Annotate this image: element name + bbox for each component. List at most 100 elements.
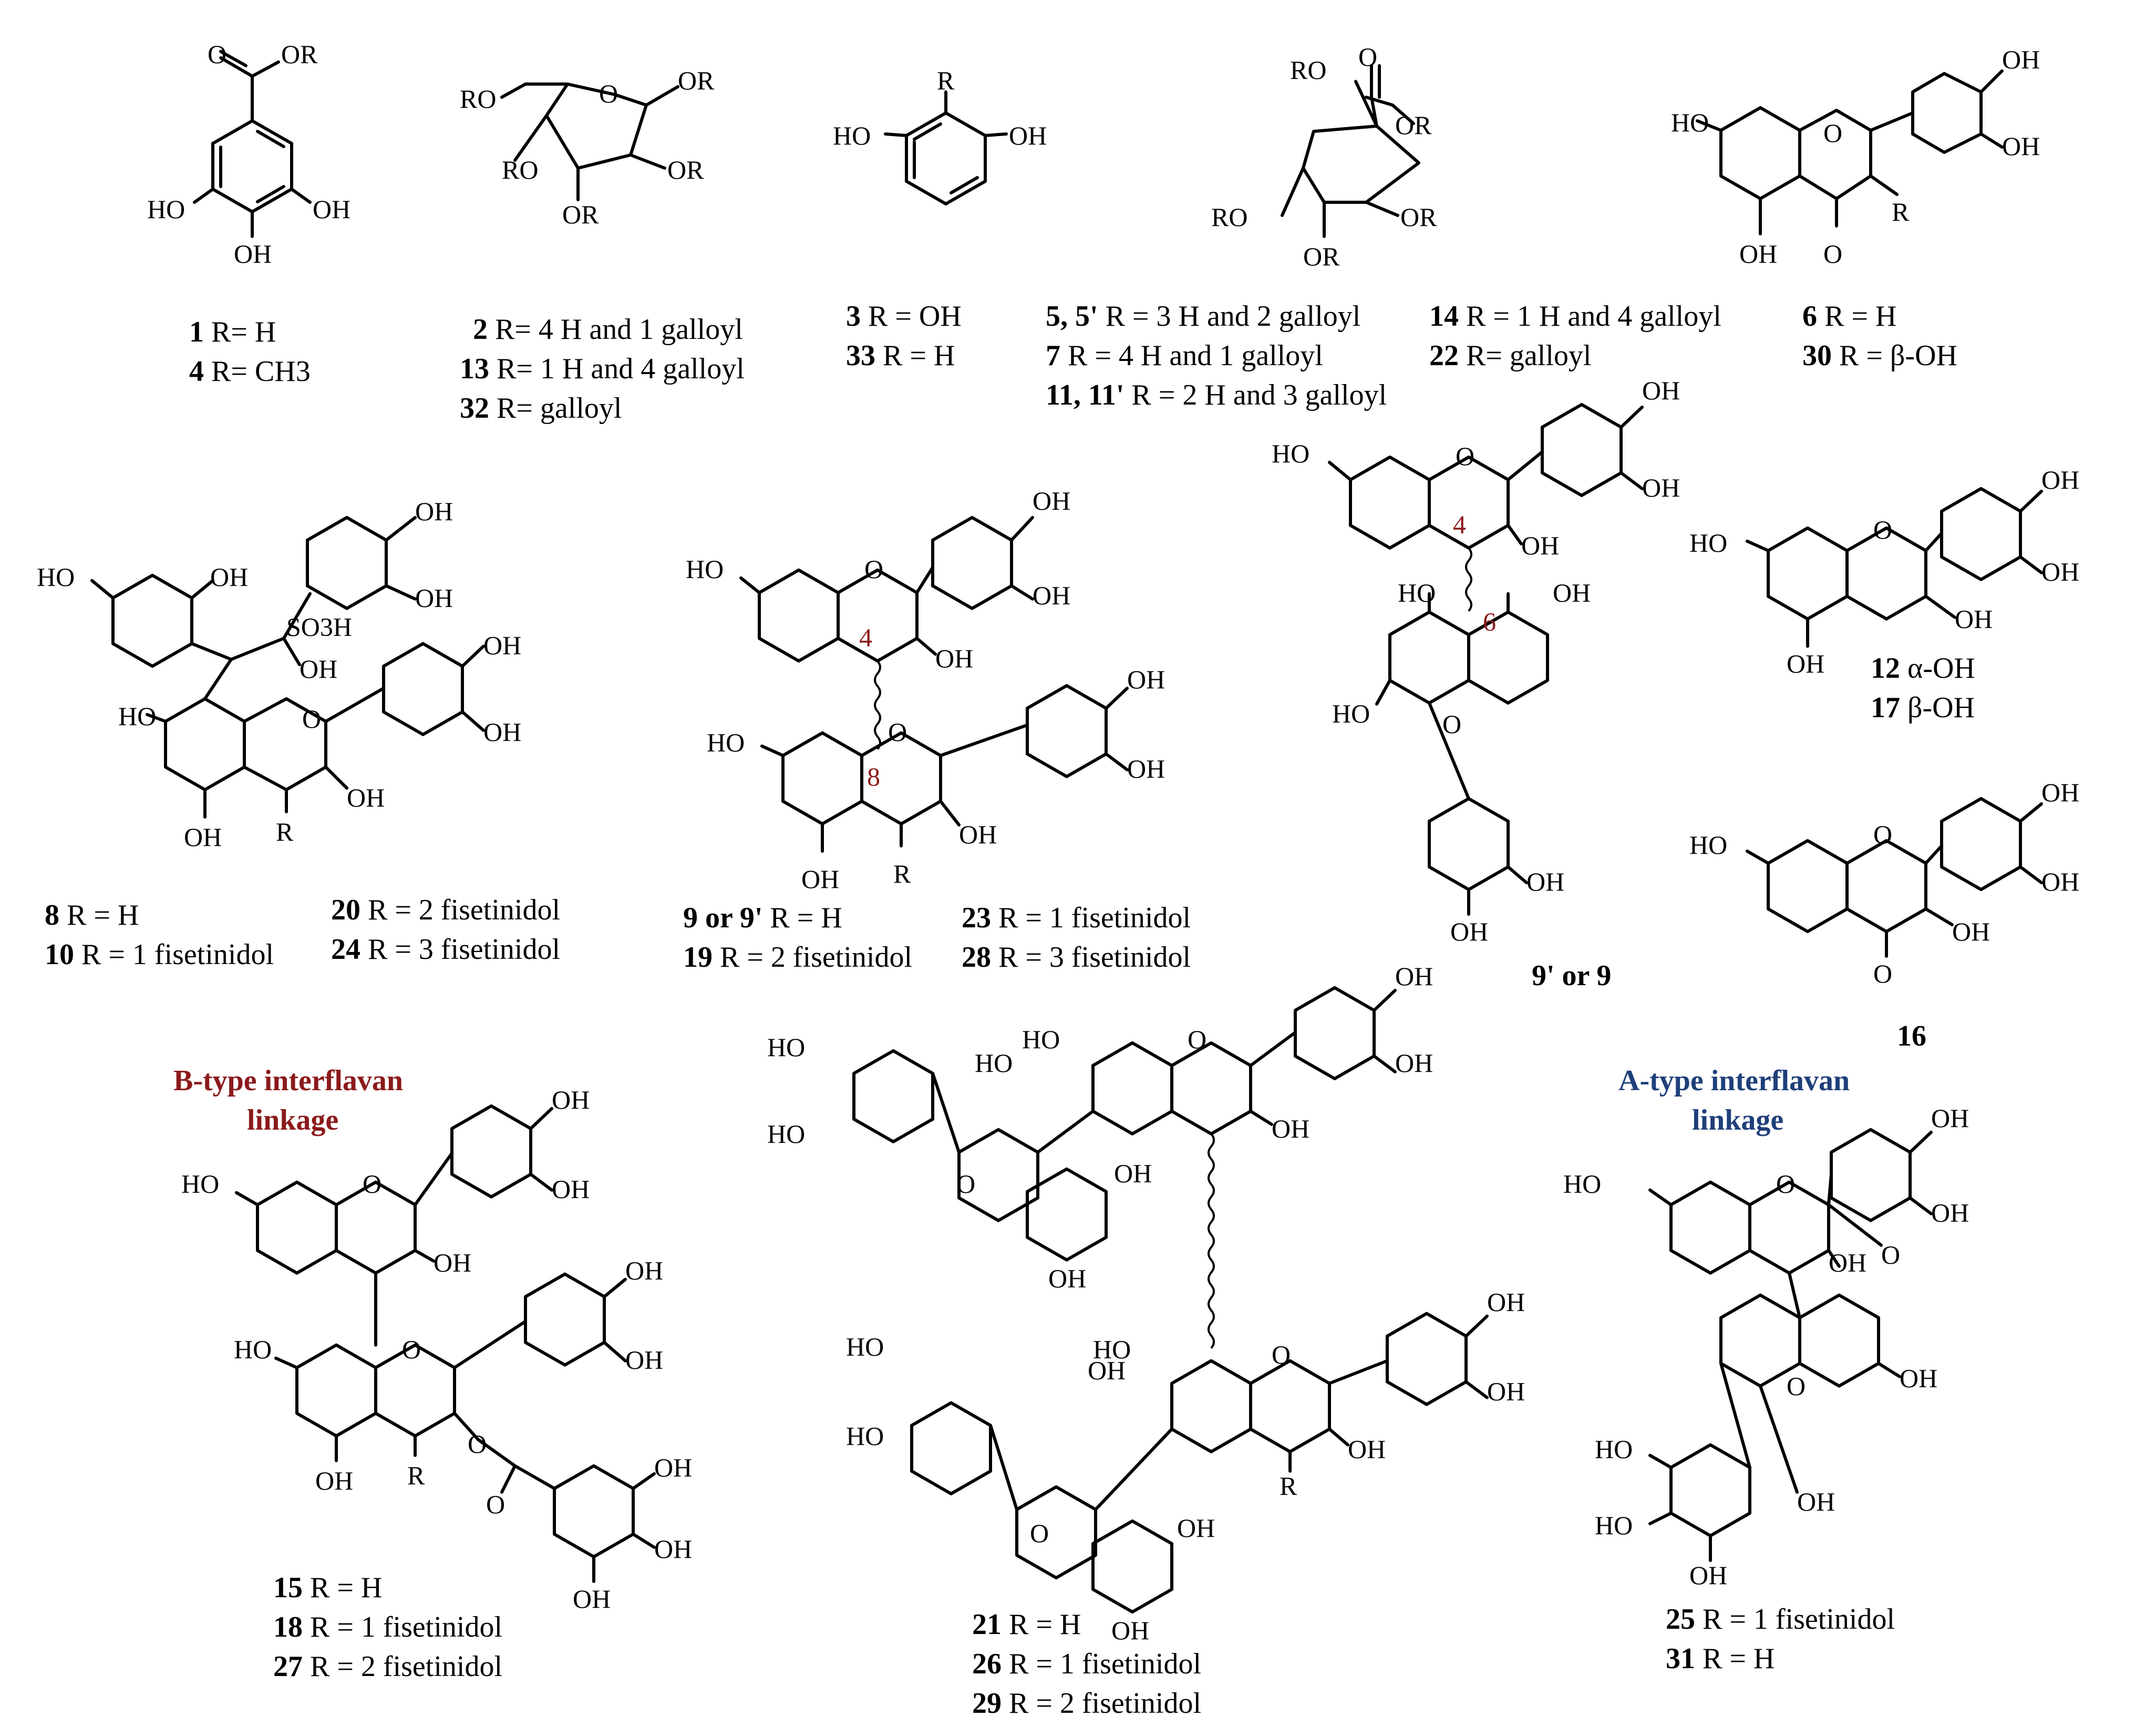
position-4: 4 xyxy=(1453,510,1466,539)
compound-number: 13 xyxy=(460,353,489,385)
structure-tetramer: HO HO HO HO O OH OH OH OH O OH HO HO OH … xyxy=(767,961,1525,1645)
compound-number: 3 xyxy=(846,300,861,333)
label-oh: OH xyxy=(415,497,453,526)
label-o: O xyxy=(302,704,321,733)
compound-substituent: R = 1 H and 4 galloyl xyxy=(1459,300,1721,333)
label-oh: OH xyxy=(1642,376,1680,405)
compound-number: 4 xyxy=(189,355,204,388)
compound-number: 21 xyxy=(972,1608,1002,1641)
compound-substituent: R = 2 H and 3 galloyl xyxy=(1124,379,1387,411)
structure-quinic-acid: RO O OR RO OR OR xyxy=(1211,42,1437,271)
label-ho: HO xyxy=(1595,1511,1633,1540)
label-o: O xyxy=(1787,1371,1806,1401)
label-ho: HO xyxy=(1671,108,1709,137)
label-oh: OH xyxy=(935,644,973,673)
label-o: O xyxy=(1776,1169,1795,1198)
label-ho: HO xyxy=(767,1032,805,1062)
structure-fisetin: HO O OH O OH OH xyxy=(1689,778,2079,988)
compound-substituent: R = 3 H and 2 galloyl xyxy=(1098,300,1361,333)
label-oh: OH xyxy=(1931,1198,1969,1227)
label-oh: OH xyxy=(2041,557,2079,586)
label-ho: HO xyxy=(1022,1025,1060,1054)
label-oh: OH xyxy=(1526,867,1564,896)
compound-number: 20 xyxy=(331,894,360,926)
caption-4: 4 R= CH3 xyxy=(189,355,311,388)
compound-number: 8 xyxy=(45,899,59,932)
label-oh: OH xyxy=(625,1345,663,1374)
label-o: O xyxy=(1873,820,1892,849)
label-oh: OH xyxy=(573,1584,611,1614)
label-oh: OH xyxy=(300,654,337,684)
compound-substituent: R= 4 H and 1 galloyl xyxy=(488,313,743,346)
compound-number: 19 xyxy=(683,941,713,974)
caption-29: 29 R = 2 fisetinidol xyxy=(972,1687,1201,1720)
caption-21: 21 R = H xyxy=(972,1608,1081,1641)
compound-number: 32 xyxy=(460,392,489,425)
label-oh: OH xyxy=(1127,754,1165,783)
compound-substituent: R= H xyxy=(204,316,276,348)
position-8: 8 xyxy=(867,762,880,791)
caption-8: 8 R = H xyxy=(45,899,139,932)
label-oh: OH xyxy=(1955,604,1993,634)
label-oh: OH xyxy=(801,864,839,894)
compound-substituent: R = 3 fisetinidol xyxy=(991,941,1191,974)
label-ho: HO xyxy=(686,554,724,584)
label-oh: OH xyxy=(1111,1616,1149,1645)
label-oh: OH xyxy=(1521,531,1559,560)
label-ho: HO xyxy=(234,1335,272,1364)
label-o: O xyxy=(1881,1240,1900,1269)
label-oh: OH xyxy=(1033,581,1070,610)
compound-substituent: R = H xyxy=(1695,1642,1775,1675)
label-ho: HO xyxy=(767,1119,805,1149)
compound-substituent: R = 2 fisetinidol xyxy=(713,941,912,974)
structure-glucose: O RO OR OR RO OR xyxy=(460,66,715,229)
label-oh: OH xyxy=(2041,465,2079,494)
compound-number: 6 xyxy=(1802,300,1817,333)
label-o: O xyxy=(1873,515,1892,544)
label-o: O xyxy=(468,1429,487,1459)
label-o: O xyxy=(363,1169,381,1198)
label-r: R xyxy=(937,66,955,95)
compound-number: 17 xyxy=(1871,691,1900,724)
label-r: R xyxy=(893,859,911,888)
label-o: O xyxy=(1456,441,1474,471)
label-ho: HO xyxy=(147,194,185,224)
label-o: O xyxy=(1272,1340,1291,1369)
caption-12: 12 α-OH xyxy=(1871,652,1975,685)
caption-13: 13 R= 1 H and 4 galloyl xyxy=(460,353,745,385)
label-oh: OH xyxy=(2002,45,2040,74)
compound-number: 9' or 9 xyxy=(1532,959,1611,992)
structure-procyanidin-4-6: HO O OH OH OH 4 HO 6 OH O HO OH OH xyxy=(1272,376,1680,946)
label-ro: RO xyxy=(1290,55,1326,85)
compound-substituent: R = OH xyxy=(861,300,962,333)
label-ho: HO xyxy=(1595,1434,1633,1464)
label-oh: OH xyxy=(1931,1103,1969,1133)
caption-6: 6 R = H xyxy=(1802,300,1896,333)
label-oh: OH xyxy=(434,1248,471,1277)
label-ho: HO xyxy=(1689,528,1727,557)
label-oh: OH xyxy=(959,820,997,849)
label-oh: OH xyxy=(2002,131,2040,161)
label-oh: OH xyxy=(483,717,521,747)
label-oh: OH xyxy=(1009,121,1047,150)
compound-substituent: R = 1 fisetinidol xyxy=(1695,1603,1895,1636)
caption-14: 14 R = 1 H and 4 galloyl xyxy=(1429,300,1721,333)
label-oh: OH xyxy=(1739,239,1777,268)
label-ho: HO xyxy=(833,121,871,150)
label-oh: OH xyxy=(483,630,521,660)
compound-number: 1 xyxy=(189,316,204,348)
label-o: O xyxy=(864,554,883,584)
caption-9-prime: 9' or 9 xyxy=(1532,959,1611,992)
compound-substituent: R = 2 fisetinidol xyxy=(303,1650,502,1683)
compound-number: 25 xyxy=(1666,1603,1695,1636)
compound-number: 2 xyxy=(473,313,488,346)
label-o: O xyxy=(208,39,226,69)
compound-substituent: R= galloyl xyxy=(1459,339,1591,372)
label-oh: OH xyxy=(313,194,350,224)
caption-15: 15 R = H xyxy=(273,1571,382,1604)
label-or: OR xyxy=(1400,202,1437,232)
label-or: OR xyxy=(1303,242,1340,271)
caption-9: 9 or 9' R = H xyxy=(683,902,842,934)
compound-substituent: R = 1 fisetinidol xyxy=(74,938,274,971)
label-oh: OH xyxy=(1088,1356,1126,1385)
